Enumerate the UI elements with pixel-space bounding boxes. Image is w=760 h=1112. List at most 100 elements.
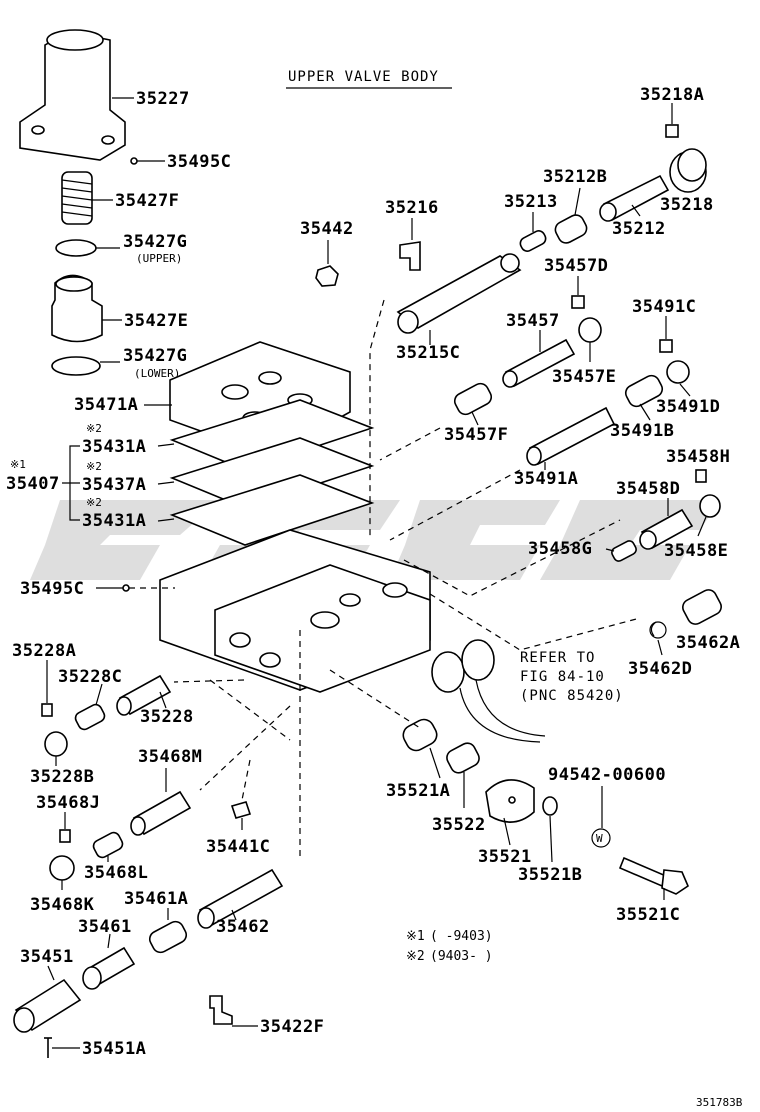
callout-35427e: 35427E bbox=[124, 311, 188, 331]
valve-35468m[interactable] bbox=[130, 790, 192, 836]
valve-35462[interactable] bbox=[197, 868, 284, 929]
callout-35441c: 35441C bbox=[206, 837, 270, 857]
plug-35218a bbox=[665, 124, 679, 138]
bolt-35441c[interactable] bbox=[230, 801, 252, 830]
spring-35228c[interactable] bbox=[73, 702, 106, 731]
clip-35422f[interactable] bbox=[209, 995, 233, 1025]
solenoid-35521[interactable] bbox=[485, 779, 535, 823]
spring-35521a[interactable] bbox=[400, 716, 440, 754]
valve-35461[interactable] bbox=[82, 946, 136, 990]
ball-35495c-bottom bbox=[122, 584, 130, 592]
callout-35468m: 35468M bbox=[138, 747, 202, 767]
plug-35228a bbox=[41, 703, 53, 717]
callout-35431a-top: 35431A bbox=[82, 437, 146, 457]
bolt-35521c[interactable] bbox=[618, 856, 689, 895]
plug-35458h bbox=[695, 469, 707, 483]
plug-35218[interactable] bbox=[669, 148, 707, 193]
callout-35228b: 35228B bbox=[30, 767, 94, 787]
spring-35491b[interactable] bbox=[623, 373, 665, 409]
plug-35468k[interactable] bbox=[49, 855, 75, 881]
plug-35228b[interactable] bbox=[44, 731, 68, 757]
callout-35427g-lower: 35427G bbox=[123, 346, 187, 366]
callout-35457: 35457 bbox=[506, 311, 560, 331]
reference-line3[interactable]: (PNC 85420) bbox=[520, 688, 624, 704]
sleeve-35451[interactable] bbox=[13, 978, 82, 1033]
plug-35491d[interactable] bbox=[666, 360, 690, 384]
spring-35212b[interactable] bbox=[553, 212, 590, 246]
w-mark-circle bbox=[591, 828, 611, 848]
spring-35461a[interactable] bbox=[147, 919, 189, 955]
callout-35457f: 35457F bbox=[444, 425, 508, 445]
spring-35427f[interactable] bbox=[61, 171, 93, 225]
footnote-2-mark: ※2 bbox=[406, 949, 425, 964]
valve-35212[interactable] bbox=[599, 174, 670, 222]
callout-35215c: 35215C bbox=[396, 343, 460, 363]
callout-35437a: 35437A bbox=[82, 475, 146, 495]
callout-35491c: 35491C bbox=[632, 297, 696, 317]
sleeve-35213[interactable] bbox=[518, 229, 548, 254]
callout-35458d: 35458D bbox=[616, 479, 680, 499]
callout-35491d: 35491D bbox=[656, 397, 720, 417]
valve-35228[interactable] bbox=[116, 674, 172, 716]
spring-35468l[interactable] bbox=[91, 830, 124, 859]
piston-35427e[interactable] bbox=[51, 274, 103, 343]
oring-35521b bbox=[542, 796, 558, 816]
callout-35213: 35213 bbox=[504, 192, 558, 212]
nut-35442[interactable] bbox=[315, 265, 339, 287]
solenoid-reference-part[interactable] bbox=[431, 639, 546, 743]
valve-35457[interactable] bbox=[502, 338, 576, 388]
callout-35422f: 35422F bbox=[260, 1017, 324, 1037]
callout-35491b: 35491B bbox=[610, 421, 674, 441]
callout-35212b: 35212B bbox=[543, 167, 607, 187]
callout-35228c: 35228C bbox=[58, 667, 122, 687]
callout-35468l: 35468L bbox=[84, 863, 148, 883]
callout-35462a: 35462A bbox=[676, 633, 740, 653]
plug-35458e[interactable] bbox=[699, 494, 721, 518]
footnote-1-mark: ※1 bbox=[406, 929, 425, 944]
callout-35451: 35451 bbox=[20, 947, 74, 967]
callout-35458g: 35458G bbox=[528, 539, 592, 559]
upper-valve-body[interactable] bbox=[159, 529, 431, 693]
callout-35218: 35218 bbox=[660, 195, 714, 215]
callout-35427g-upper: 35427G bbox=[123, 232, 187, 252]
oring-35427g-lower bbox=[51, 356, 101, 376]
sleeve-35215c[interactable] bbox=[396, 253, 522, 334]
callout-35468k: 35468K bbox=[30, 895, 95, 915]
mark-1: ※1 bbox=[10, 458, 26, 471]
callout-35521c: 35521C bbox=[616, 905, 680, 925]
plate-35437a[interactable] bbox=[169, 437, 375, 509]
valve-35458d[interactable] bbox=[639, 508, 694, 550]
clip-35216[interactable] bbox=[399, 241, 421, 271]
spring-35457f[interactable] bbox=[452, 381, 494, 417]
plunger-35522[interactable] bbox=[444, 740, 482, 775]
note-upper: (UPPER) bbox=[136, 252, 182, 265]
assembly-dashed-lines bbox=[173, 299, 641, 856]
housing-35227[interactable] bbox=[19, 29, 126, 161]
footnote-1-text: ( -9403) bbox=[430, 929, 493, 944]
callout-35461: 35461 bbox=[78, 917, 132, 937]
footnote-2-text: (9403- ) bbox=[430, 949, 493, 964]
callout-35228: 35228 bbox=[140, 707, 194, 727]
clip-35462d[interactable] bbox=[649, 621, 667, 639]
callout-35227: 35227 bbox=[136, 89, 190, 109]
callout-35216: 35216 bbox=[385, 198, 439, 218]
callout-35212: 35212 bbox=[612, 219, 666, 239]
spring-35458g[interactable] bbox=[610, 539, 638, 563]
mark-2a: ※2 bbox=[86, 422, 102, 435]
callout-35457e: 35457E bbox=[552, 367, 616, 387]
callout-35427f: 35427F bbox=[115, 191, 179, 211]
reference-line2[interactable]: FIG 84-10 bbox=[520, 669, 605, 685]
mark-2b: ※2 bbox=[86, 460, 102, 473]
valve-35491a[interactable] bbox=[526, 406, 616, 466]
callout-35407: 35407 bbox=[6, 474, 60, 494]
gasket-35431a-top[interactable] bbox=[169, 399, 375, 471]
gasket-35431a-bottom[interactable] bbox=[169, 474, 375, 546]
pin-35451a[interactable] bbox=[44, 1037, 52, 1058]
callout-35521: 35521 bbox=[478, 847, 532, 867]
callout-35431a-bottom: 35431A bbox=[82, 511, 146, 531]
plug-35457e[interactable] bbox=[578, 317, 602, 343]
callout-35471a: 35471A bbox=[74, 395, 138, 415]
spring-35462a[interactable] bbox=[680, 587, 724, 627]
reference-line1[interactable]: REFER TO bbox=[520, 650, 595, 666]
